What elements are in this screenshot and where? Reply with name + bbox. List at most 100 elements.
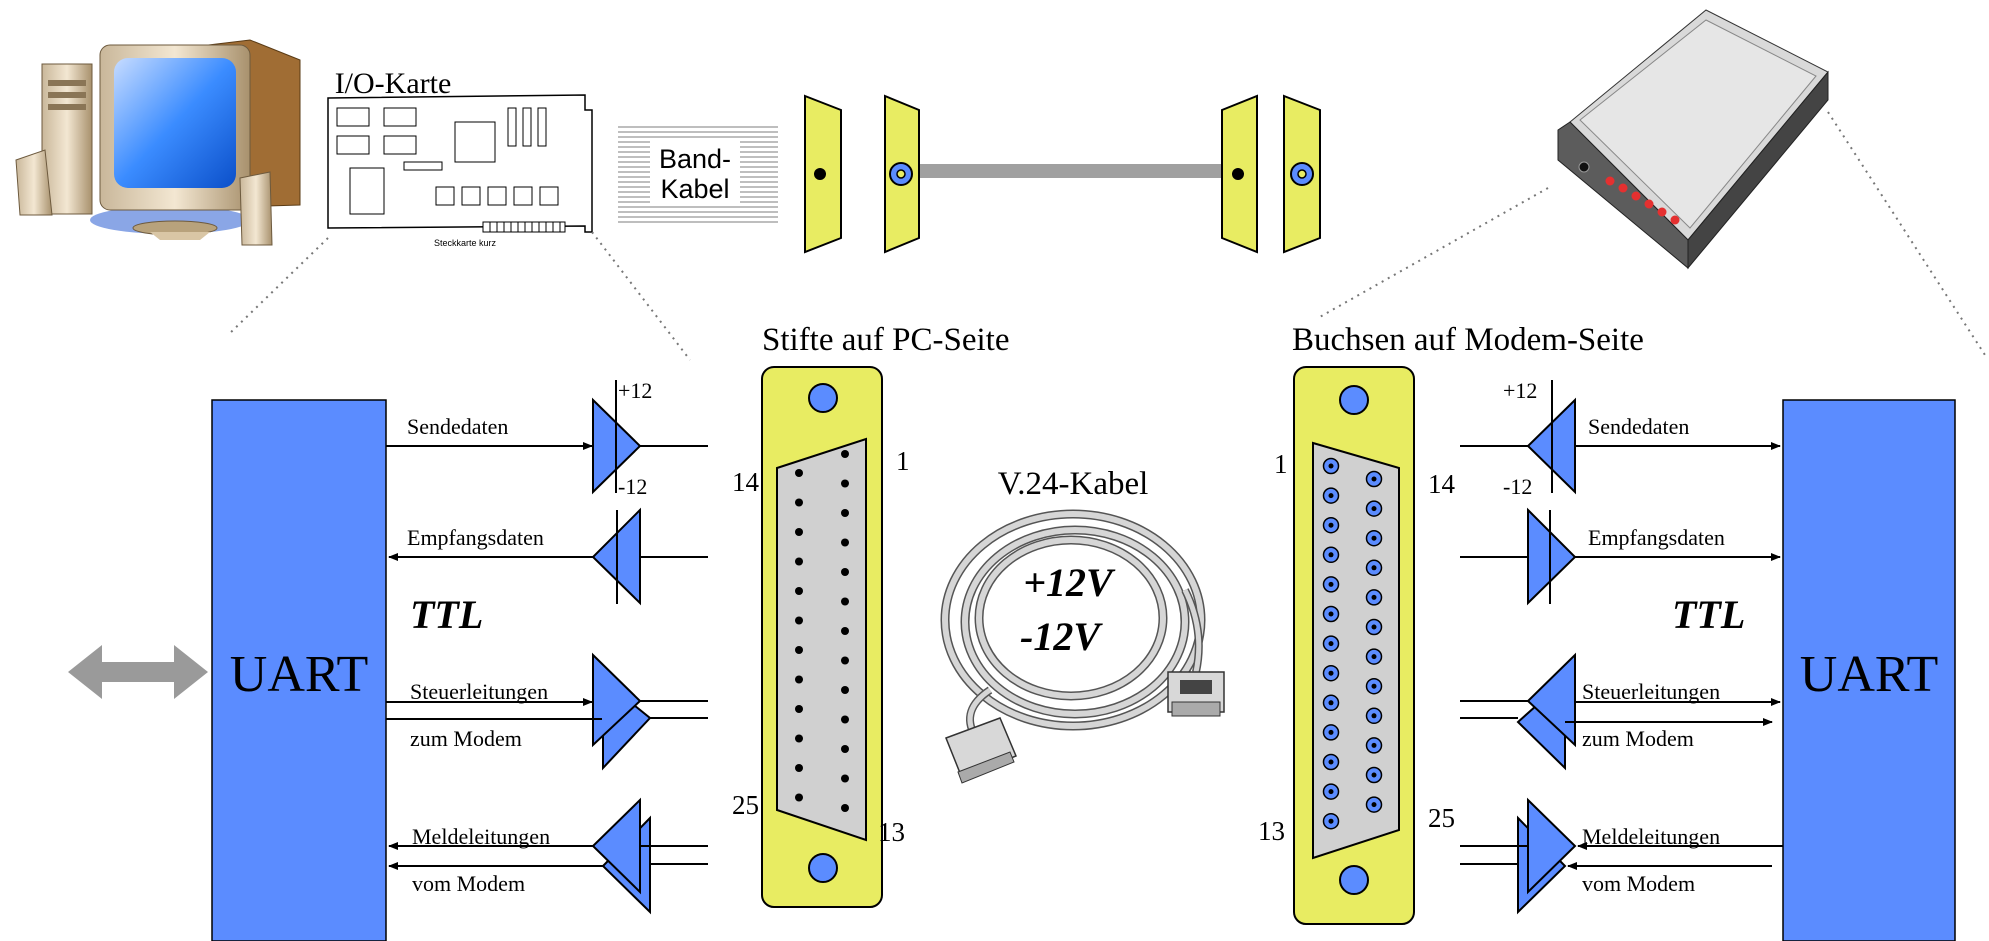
pc-pin [795, 587, 803, 595]
pc-pin [841, 538, 849, 547]
signal-status-left-1: Meldeleitungen [412, 824, 550, 849]
modem-socket [1322, 753, 1340, 771]
modem-socket [1365, 529, 1383, 547]
modem-socket [1322, 546, 1340, 564]
modem-socket [1365, 559, 1383, 577]
modem-socket [1322, 783, 1340, 800]
pc-pin [841, 656, 849, 665]
modem-socket [1365, 766, 1383, 784]
uart-label-left: UART [230, 646, 368, 703]
coiled-cable-icon: V.24-Kabel +12V -12V [940, 466, 1225, 784]
pin-label-pc-14: 14 [732, 467, 760, 497]
ribbon-cable: Band- Kabel [618, 126, 778, 223]
uart-label-right: UART [1800, 646, 1938, 703]
signal-status-right-2: vom Modem [1582, 871, 1695, 896]
pc-pin [841, 804, 849, 812]
io-card: I/O-Karte Steckkarte kurz [327, 67, 593, 248]
modem-socket [1365, 648, 1383, 665]
pc-pin [841, 686, 849, 694]
modem-socket [1322, 694, 1340, 712]
signal-receive-right: Empfangsdaten [1588, 525, 1725, 550]
minus12-right: -12 [1503, 474, 1532, 499]
modem-socket [1322, 605, 1340, 623]
pin-label-pc-25: 25 [732, 790, 759, 820]
uart-block-right [1782, 399, 1956, 941]
pc-pin [795, 764, 803, 772]
pc-pin [841, 568, 849, 576]
signal-control-left-2: zum Modem [410, 726, 522, 751]
driver-control-left-a [592, 652, 642, 748]
modem-socket [1322, 576, 1340, 593]
modem-socket [1365, 500, 1383, 517]
modem-side-title: Buchsen auf Modem-Seite [1292, 322, 1644, 358]
pin-label-modem-13: 13 [1258, 816, 1285, 846]
voltage-plus: +12V [1023, 560, 1116, 605]
bidirectional-arrow-icon [68, 645, 208, 699]
signal-control-right-1: Steuerleitungen [1582, 679, 1720, 704]
left-panel: UART Sendedaten +12 -12 Empfangsdaten TT… [68, 378, 708, 941]
modem-socket [1365, 796, 1383, 813]
signal-control-left-1: Steuerleitungen [410, 679, 548, 704]
pc-side-title: Stifte auf PC-Seite [762, 322, 1009, 358]
signal-status-right-1: Meldeleitungen [1582, 824, 1720, 849]
pc-pin [841, 479, 849, 488]
signal-send-right: Sendedaten [1588, 414, 1689, 439]
pc-pin [841, 450, 849, 458]
signal-status-left-2: vom Modem [412, 871, 525, 896]
right-panel: UART Sendedaten +12 -12 Empfangsdaten TT… [1460, 378, 1956, 941]
modem-socket [1322, 812, 1340, 830]
modem-socket [1322, 516, 1340, 534]
uart-block-left [211, 399, 387, 941]
pin-label-pc-13: 13 [878, 817, 905, 847]
cable-title: V.24-Kabel [998, 466, 1149, 502]
pc-pin [841, 774, 849, 783]
pc-pin [795, 528, 803, 536]
pc-pin [795, 469, 803, 477]
modem-socket [1365, 470, 1383, 488]
pc-pin [795, 675, 803, 684]
signal-send-left: Sendedaten [407, 414, 508, 439]
pc-pin [795, 734, 803, 743]
modem-socket [1365, 618, 1383, 636]
modem-socket [1365, 677, 1383, 695]
pc-pin [795, 705, 803, 713]
modem-socket [1365, 737, 1383, 754]
voltage-minus: -12V [1020, 614, 1103, 659]
pc-pin [841, 745, 849, 753]
ribbon-label-line2: Kabel [660, 174, 729, 204]
plus12-left: +12 [618, 378, 652, 403]
modem-socket [1322, 724, 1340, 741]
signal-receive-left: Empfangsdaten [407, 525, 544, 550]
driver-receive-right [1527, 507, 1577, 606]
top-cable-assembly [804, 94, 1321, 254]
pin-label-modem-1: 1 [1274, 449, 1288, 479]
modem-socket [1322, 457, 1340, 475]
modem-socket [1365, 707, 1383, 725]
card-caption: Steckkarte kurz [434, 238, 497, 248]
zoom-lines [227, 111, 1986, 361]
modem-socket [1322, 664, 1340, 682]
modem-socket [1322, 635, 1340, 652]
pc-connector: Stifte auf PC-Seite 14 1 25 13 [732, 322, 1009, 908]
signal-control-right-2: zum Modem [1582, 726, 1694, 751]
pc-pin [841, 627, 849, 635]
pc-pin [841, 509, 849, 517]
pin-label-modem-25: 25 [1428, 803, 1455, 833]
pc-pin [841, 597, 849, 606]
pc-pin [841, 715, 849, 724]
pc-pin [795, 646, 803, 654]
ribbon-label-line1: Band- [659, 144, 731, 174]
pc-pin [795, 498, 803, 507]
modem-connector: Buchsen auf Modem-Seite 1 14 13 25 [1258, 322, 1644, 925]
pc-pin [795, 793, 803, 802]
pin-label-pc-1: 1 [896, 446, 910, 476]
pc-pin [795, 616, 803, 625]
ttl-label-right: TTL [1672, 592, 1745, 637]
receiver-control-right-a [1526, 652, 1576, 748]
modem-socket [1322, 487, 1340, 504]
ttl-label-left: TTL [410, 592, 483, 637]
minus12-left: -12 [618, 474, 647, 499]
io-card-label: I/O-Karte [335, 67, 452, 100]
modem-icon [1557, 9, 1829, 270]
